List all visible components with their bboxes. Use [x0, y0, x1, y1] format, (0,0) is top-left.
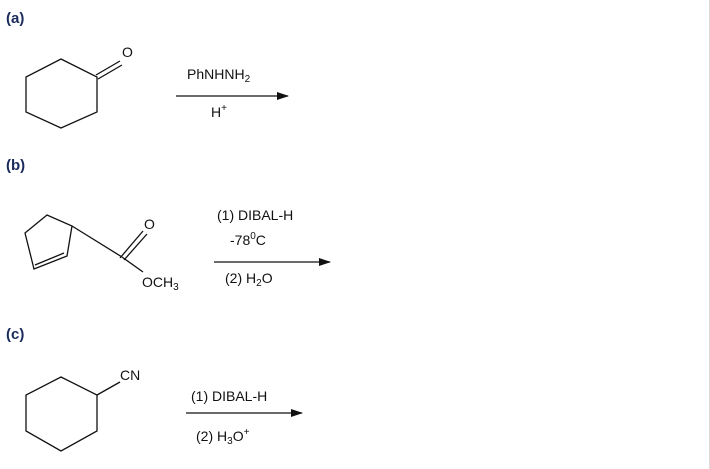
cyclohexanone-structure — [25, 58, 123, 129]
reagent-b-line1: (1) DIBAL-H — [217, 207, 294, 223]
methoxy-group: OCH3 — [142, 274, 179, 293]
problem-a-label: (a) — [6, 10, 25, 27]
reagent-a-above: PhNHNH2 — [187, 66, 250, 85]
carbonyl-oxygen-a: O — [122, 44, 133, 60]
carbonyl-oxygen-b: O — [144, 216, 155, 232]
cyclopentene-ester-structure — [24, 214, 148, 273]
problem-b-label: (b) — [6, 157, 26, 174]
reagent-c-line2: (2) H3O+ — [196, 427, 249, 447]
cyclohexanecarbonitrile-structure — [25, 376, 121, 452]
reagent-b-line2: -780C — [230, 231, 266, 248]
reagent-b-line3: (2) H2O — [225, 270, 273, 289]
nitrile-group: CN — [120, 367, 141, 383]
reagent-a-below-text: H+ — [211, 103, 227, 120]
problem-c-label: (c) — [6, 326, 25, 343]
reagent-c-line1: (1) DIBAL-H — [191, 388, 268, 404]
reagent-c-line2-text: (2) H3O+ — [196, 427, 250, 447]
reagent-a-below: H+ — [211, 103, 227, 120]
reagent-a-above-text: PhNHNH2 — [187, 66, 251, 85]
methoxy-group-text: OCH3 — [142, 274, 179, 293]
reagent-b-line3-text: (2) H2O — [225, 270, 273, 289]
